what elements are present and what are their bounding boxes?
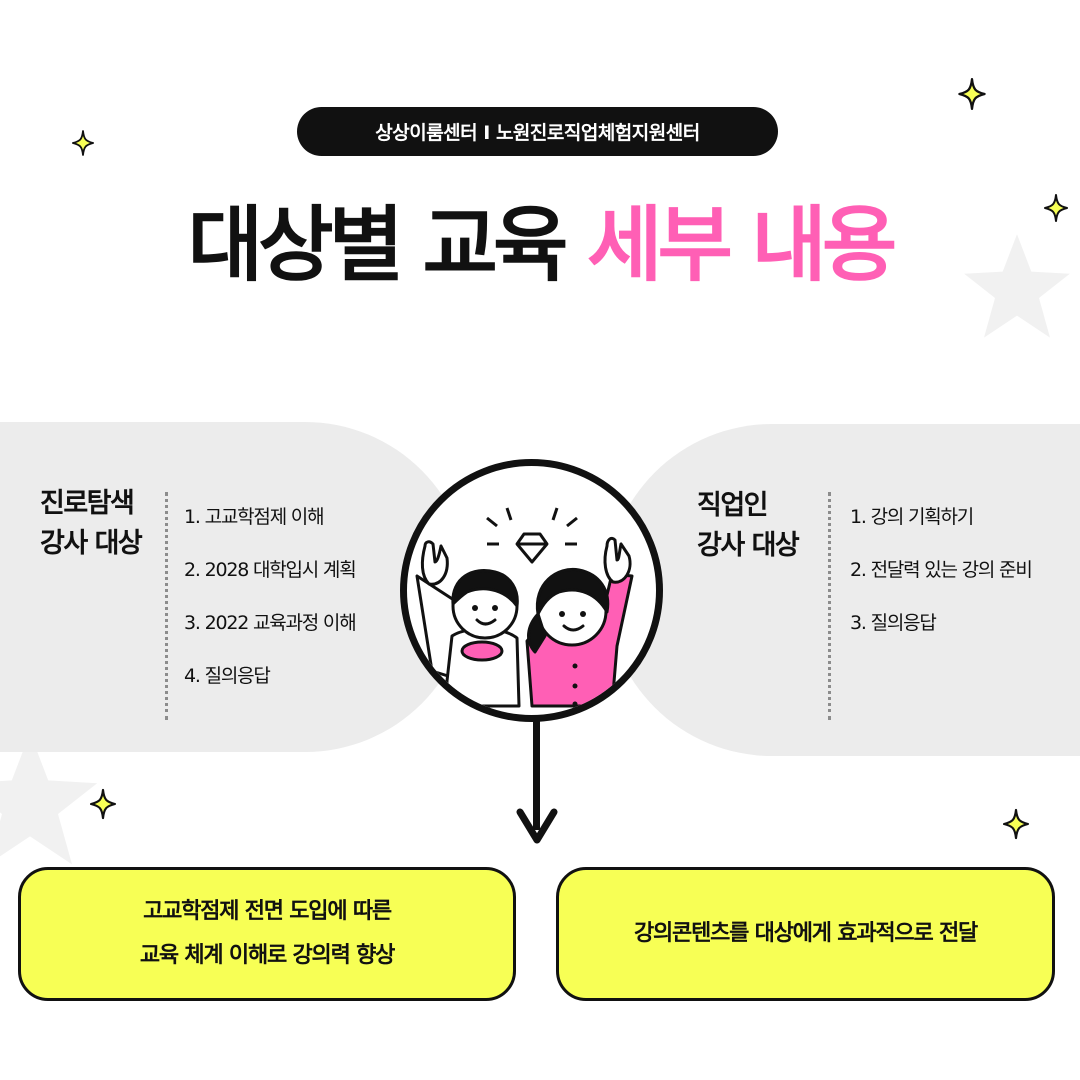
sparkle-icon: [1003, 808, 1029, 840]
organization-pill: 상상이룸센터 I 노원진로직업체험지원센터: [297, 107, 778, 156]
list-item: 3. 질의응답: [850, 612, 937, 634]
page-title-accent: 세부 내용: [587, 198, 897, 293]
diamond-icon: [486, 507, 578, 564]
list-item: 4. 질의응답: [184, 665, 271, 687]
right-panel-heading-line2: 강사 대상: [697, 530, 800, 561]
background-star-icon: [964, 234, 1070, 338]
organization-pill-text: 상상이룸센터 I 노원진로직업체험지원센터: [375, 122, 700, 144]
arrow-down-icon: [516, 808, 558, 844]
sparkle-icon: [1044, 194, 1068, 222]
left-panel-heading-line1: 진로탐색: [40, 488, 135, 519]
list-item: 3. 2022 교육과정 이해: [184, 612, 357, 634]
right-panel-divider: [828, 492, 831, 720]
down-arrow-line: [533, 720, 540, 830]
list-item: 2. 2028 대학입시 계획: [184, 559, 357, 581]
left-panel-heading-line2: 강사 대상: [40, 528, 143, 559]
center-illustration: [400, 459, 663, 722]
left-result-line2: 교육 체계 이해로 강의력 향상: [139, 943, 396, 968]
list-item: 2. 전달력 있는 강의 준비: [850, 559, 1033, 581]
page-title-main: 대상별 교육: [187, 198, 569, 293]
list-item: 1. 고교학점제 이해: [184, 506, 325, 528]
right-panel-heading-line1: 직업인: [697, 490, 769, 521]
list-item: 1. 강의 기획하기: [850, 506, 974, 528]
right-result-box: 강의콘텐츠를 대상에게 효과적으로 전달: [556, 867, 1055, 1001]
right-result-text: 강의콘텐츠를 대상에게 효과적으로 전달: [633, 921, 978, 946]
left-panel-divider: [165, 492, 168, 720]
people-illustration: [415, 507, 634, 708]
sparkle-icon: [90, 788, 116, 820]
left-result-line1: 고교학점제 전면 도입에 따른: [143, 899, 392, 924]
right-panel-heading: 직업인 강사 대상: [697, 486, 800, 566]
right-target-panel: [606, 424, 1080, 756]
sparkle-icon: [72, 130, 94, 156]
right-panel-list: 1. 강의 기획하기 2. 전달력 있는 강의 준비 3. 질의응답: [850, 503, 1033, 662]
background-star-icon: [0, 732, 98, 865]
left-target-panel: [0, 422, 470, 752]
page-title: 대상별 교육 세부 내용: [0, 196, 1080, 296]
sparkle-icon: [958, 78, 986, 110]
left-panel-list: 1. 고교학점제 이해 2. 2028 대학입시 계획 3. 2022 교육과정…: [184, 503, 357, 715]
left-result-box: 고교학점제 전면 도입에 따른 교육 체계 이해로 강의력 향상: [18, 867, 516, 1001]
left-panel-heading: 진로탐색 강사 대상: [40, 484, 143, 564]
